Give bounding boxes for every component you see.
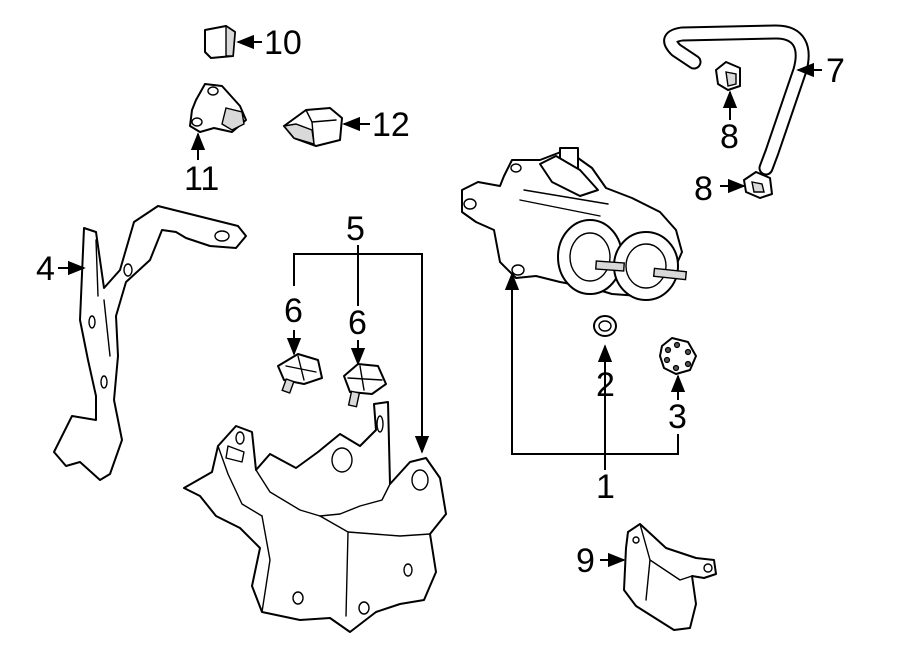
leader-lines xyxy=(58,34,822,568)
callout-10: 10 xyxy=(264,24,302,62)
callout-9: 9 xyxy=(576,542,595,580)
part-3-grommet xyxy=(659,337,697,375)
part-6-bolt-right xyxy=(343,363,387,408)
part-12-connector xyxy=(282,107,343,147)
part-6-bolt-left xyxy=(277,353,323,394)
callout-8-upper: 8 xyxy=(720,118,739,156)
callout-6-right: 6 xyxy=(348,304,367,342)
callout-4: 4 xyxy=(36,250,55,288)
part-7-hose xyxy=(663,24,810,176)
part-8-clamp-upper xyxy=(715,61,741,91)
callout-5: 5 xyxy=(346,210,365,248)
part-2-seal xyxy=(593,315,617,337)
callout-12: 12 xyxy=(372,106,410,144)
callout-3: 3 xyxy=(668,398,687,436)
callout-11: 11 xyxy=(184,160,219,198)
part-5-mount-bracket xyxy=(183,401,447,633)
callout-6-left: 6 xyxy=(284,292,303,330)
part-1-actuator xyxy=(461,147,688,301)
callout-1: 1 xyxy=(596,468,615,506)
part-10-cap xyxy=(204,24,236,59)
part-4-bracket xyxy=(53,205,247,481)
part-9-module xyxy=(623,523,717,631)
callout-8-lower: 8 xyxy=(694,170,713,208)
callout-2: 2 xyxy=(596,366,615,404)
callout-7: 7 xyxy=(826,52,845,90)
part-8-clamp-lower xyxy=(743,171,773,199)
part-11-sensor xyxy=(189,83,247,133)
